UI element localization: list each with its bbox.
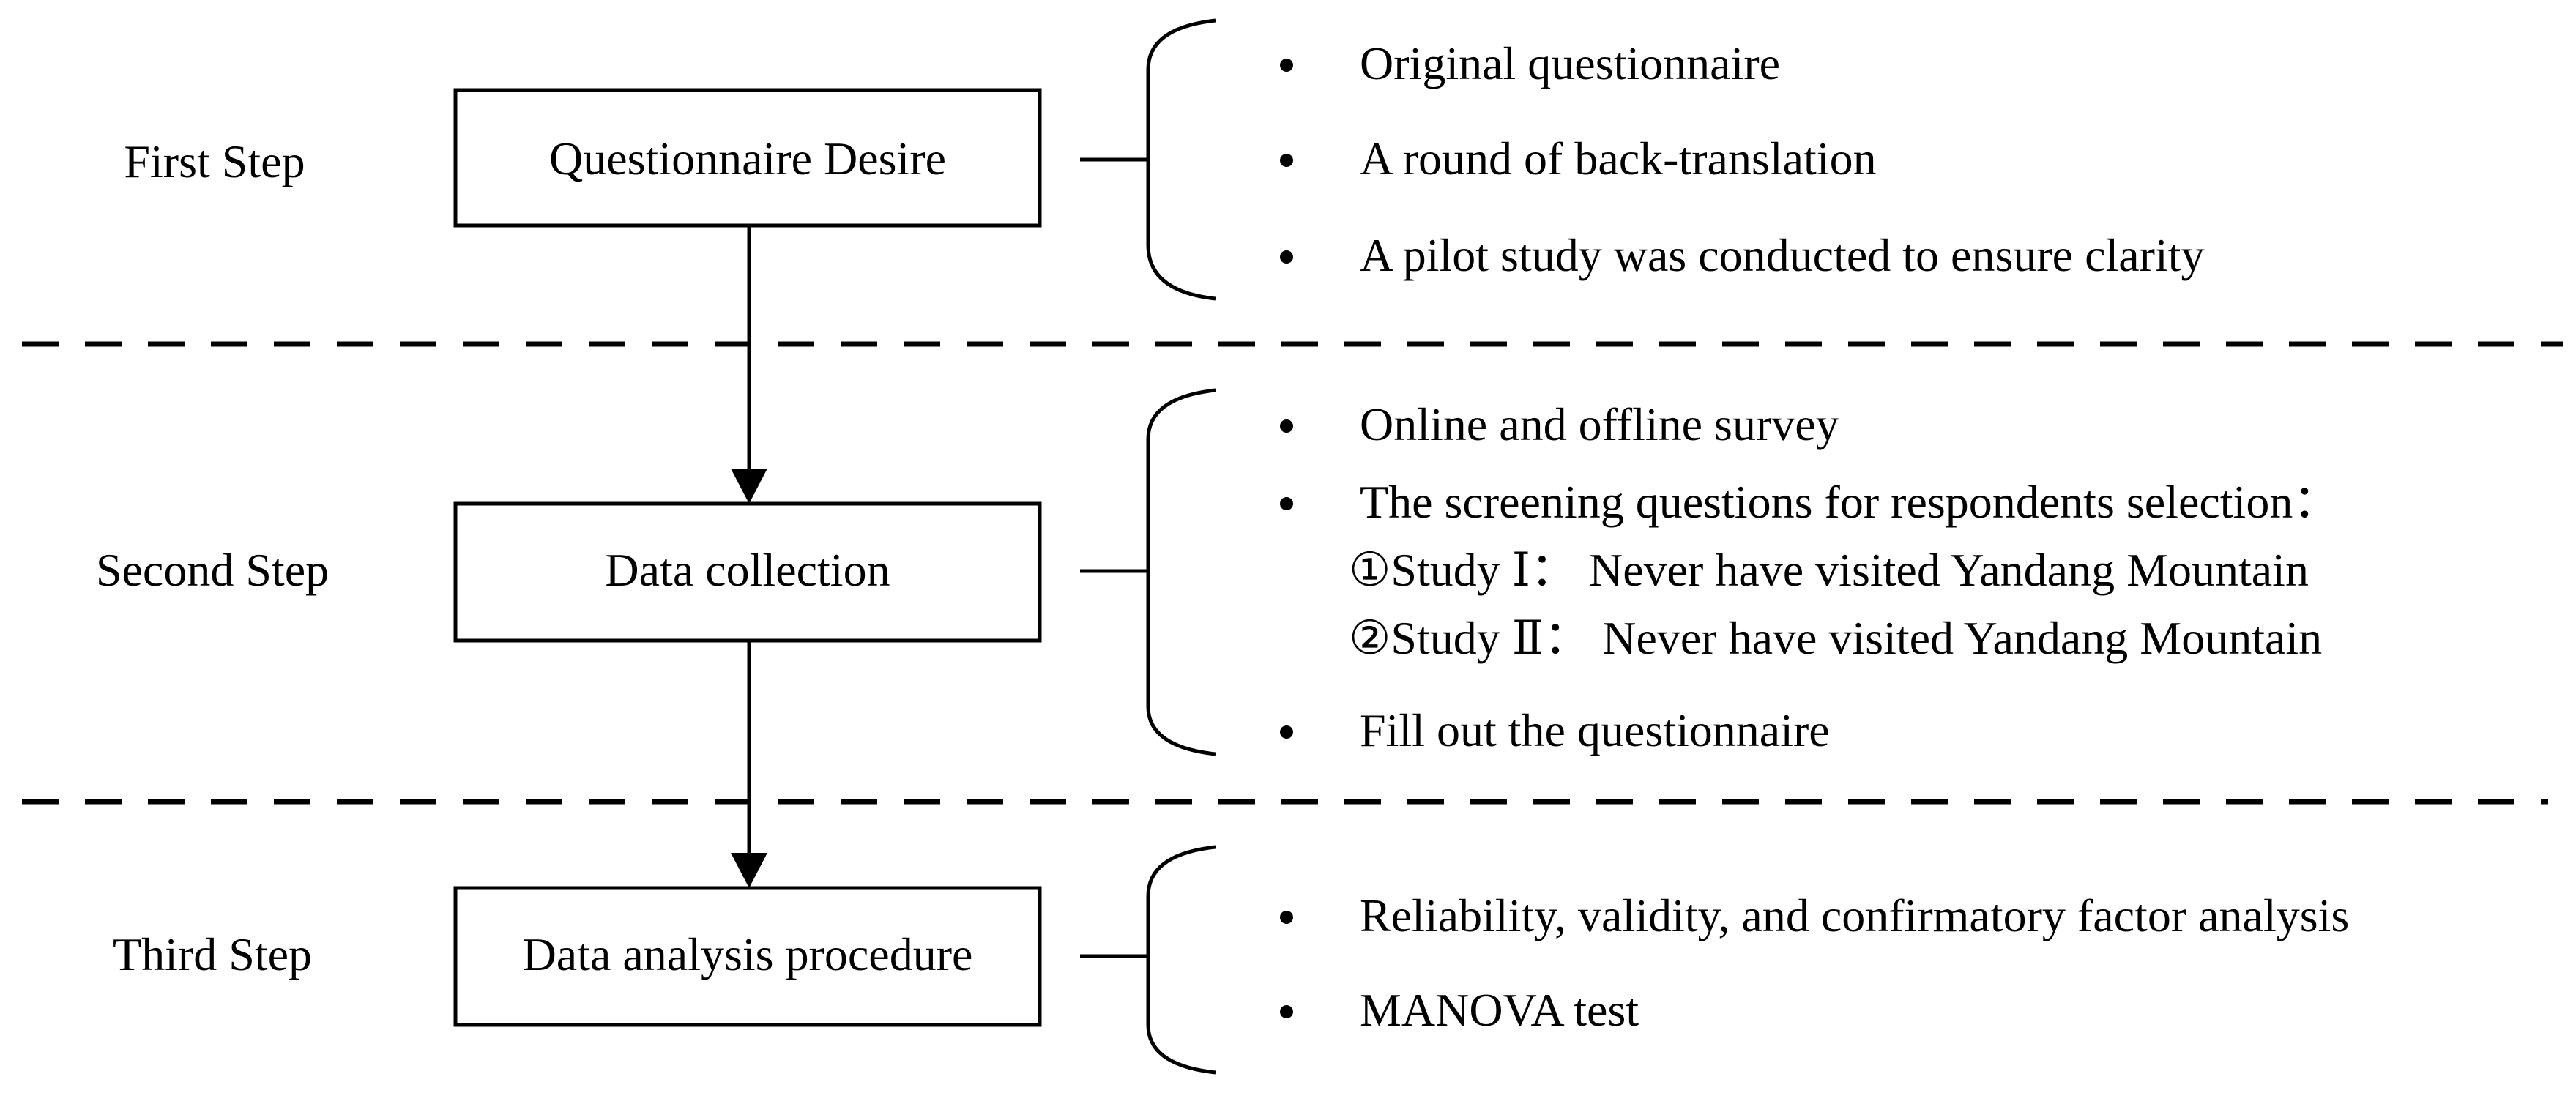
step-label-third: Third Step xyxy=(113,928,312,980)
process-box-label-data-collection: Data collection xyxy=(605,544,890,596)
arrowhead-2 xyxy=(731,853,767,888)
bullet-dot xyxy=(1280,250,1293,264)
brace-2 xyxy=(1146,388,1216,756)
bullet-item: A pilot study was conducted to ensure cl… xyxy=(1360,229,2205,281)
bullet-item: Reliability, validity, and confirmatory … xyxy=(1360,889,2349,941)
process-box-questionnaire xyxy=(453,88,1042,228)
bullet-item: The screening questions for respondents … xyxy=(1360,476,2339,528)
bullet-item: Fill out the questionnaire xyxy=(1360,704,1830,756)
process-box-data-analysis xyxy=(453,886,1042,1027)
bullet-dot xyxy=(1280,497,1293,510)
bullet-dot xyxy=(1280,419,1293,433)
step-label-first: First Step xyxy=(124,135,305,187)
bullet-item: A round of back-translation xyxy=(1360,133,1877,184)
bullet-item: Online and offline survey xyxy=(1360,398,1839,450)
bullet-item: MANOVA test xyxy=(1360,984,1639,1036)
process-box-label-questionnaire: Questionnaire Desire xyxy=(549,133,946,184)
process-box-label-data-analysis: Data analysis procedure xyxy=(523,928,973,980)
arrowhead-1 xyxy=(731,469,767,504)
bullet-dot xyxy=(1280,1005,1293,1018)
bullet-dot xyxy=(1280,154,1293,167)
bullet-dot xyxy=(1280,911,1293,924)
sub-item: ②Study Ⅱ： Never have visited Yandang Mou… xyxy=(1349,612,2322,664)
sub-item: ①Study Ⅰ： Never have visited Yandang Mou… xyxy=(1349,544,2309,596)
process-box-data-collection xyxy=(453,501,1042,643)
brace-3 xyxy=(1146,845,1216,1075)
step-label-second: Second Step xyxy=(96,544,329,596)
bullet-item: Original questionnaire xyxy=(1360,37,1780,89)
bullet-dot xyxy=(1280,725,1293,739)
brace-1 xyxy=(1146,18,1216,301)
bullet-dot xyxy=(1280,59,1293,72)
